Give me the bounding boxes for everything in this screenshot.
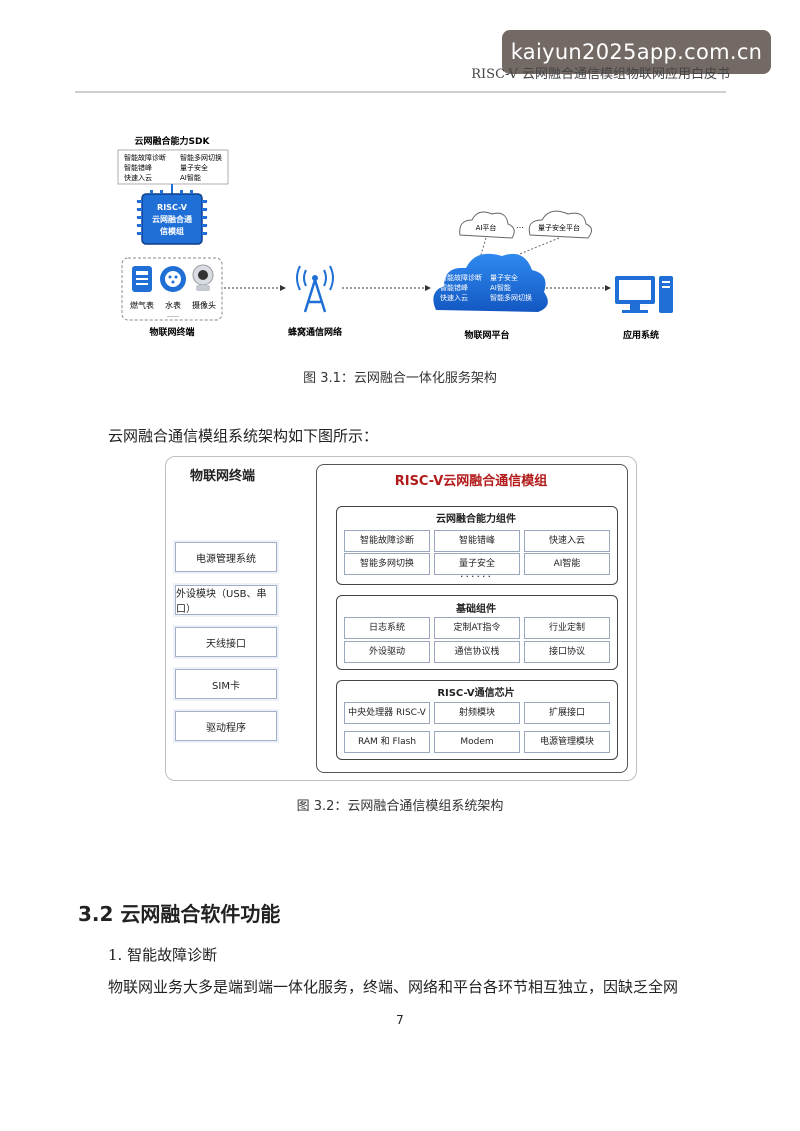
group-title: 基础组件: [456, 604, 496, 615]
sdk-title: 云网融合能力SDK: [135, 135, 211, 147]
label-platform: 物联网平台: [464, 329, 509, 341]
device-dots: ……: [167, 312, 179, 319]
component-cell: RAM 和 Flash: [344, 731, 430, 753]
intro-text: 云网融合通信模组系统架构如下图所示：: [108, 427, 379, 445]
component-cell: 行业定制: [524, 617, 610, 639]
component-cell: 电源管理模块: [524, 731, 610, 753]
component-cell: 扩展接口: [524, 702, 610, 724]
page-number: 7: [396, 1013, 404, 1027]
computer-icon: [615, 276, 673, 313]
camera-icon: [192, 264, 214, 291]
left-title-iot-terminal: 物联网终端: [190, 469, 256, 484]
figure-3-1-service-architecture: 云网融合能力SDK 智能故障诊断 智能多网切换 智能错峰 量子安全 快速入云 A…: [117, 135, 673, 341]
body-paragraph: 物联网业务大多是端到端一体化服务，终端、网络和平台各环节相互独立，因缺乏全网: [108, 978, 679, 996]
component-cell: 射频模块: [434, 702, 520, 724]
cloud-item: 智能多网切换: [490, 293, 532, 302]
component-cell: 外设驱动: [344, 641, 430, 663]
section-title: 3.2 云网融合软件功能: [78, 902, 281, 926]
ai-platform-cloud-icon: [459, 211, 515, 239]
component-cell: 智能多网切换: [344, 553, 430, 575]
chip-label-line: 云网融合通: [152, 214, 192, 224]
gas-meter-icon: [132, 266, 152, 292]
cloud-item: AI智能: [490, 283, 511, 292]
component-cell: 快速入云: [524, 530, 610, 552]
risc-v-chip-icon: [137, 190, 207, 245]
component-cell: 定制AT指令: [434, 617, 520, 639]
chip-label-line: RISC-V: [157, 203, 188, 212]
sdk-item: 智能多网切换: [180, 153, 222, 162]
sdk-item: 智能故障诊断: [124, 153, 166, 162]
sdk-item: AI智能: [180, 173, 201, 182]
cloud-item: 智能故障诊断: [440, 273, 482, 282]
terminal-item: 天线接口: [175, 627, 277, 657]
group-title: 云网融合能力组件: [436, 514, 516, 525]
component-cell: AI智能: [524, 553, 610, 575]
component-cell: 日志系统: [344, 617, 430, 639]
cell-tower-icon: [296, 265, 334, 313]
cloud-item: 快速入云: [440, 293, 468, 302]
water-meter-icon: [160, 266, 186, 292]
terminal-item: 外设模块（USB、串口）: [175, 585, 277, 615]
component-cell: 智能故障诊断: [344, 530, 430, 552]
cloud-item: 智能错峰: [440, 283, 468, 292]
header-rule: [75, 91, 726, 93]
cloud-link: [479, 237, 487, 259]
component-cell: 通信协议栈: [434, 641, 520, 663]
sdk-item: 快速入云: [124, 173, 152, 182]
subsection-title: 1. 智能故障诊断: [108, 946, 218, 964]
device-label: 摄像头: [192, 300, 216, 310]
quantum-security-cloud-icon: [528, 210, 592, 239]
group-dots: ······: [460, 570, 493, 583]
label-app-system: 应用系统: [623, 329, 659, 341]
device-group-box: [121, 257, 223, 321]
cloud-item: 量子安全: [490, 273, 518, 282]
component-cell: 量子安全: [434, 553, 520, 575]
small-cloud-label: AI平台: [476, 223, 497, 232]
device-label: 燃气表: [130, 300, 154, 310]
small-cloud-label: 量子安全平台: [538, 223, 580, 232]
sdk-item: 智能错峰: [124, 163, 152, 172]
label-cellular: 蜂窝通信网络: [288, 326, 342, 338]
figure-3-1-caption: 图 3.1：云网融合一体化服务架构: [303, 371, 497, 386]
label-terminal: 物联网终端: [149, 326, 194, 338]
chip-label-line: 信模组: [160, 226, 184, 236]
iot-platform-cloud-icon: [433, 253, 548, 312]
component-cell: 接口协议: [524, 641, 610, 663]
device-label: 水表: [165, 300, 181, 310]
running-head: RISC-V 云网融合通信模组物联网应用白皮书: [471, 67, 730, 82]
sdk-item: 量子安全: [180, 163, 208, 172]
group-title: RISC-V通信芯片: [437, 688, 515, 699]
terminal-item: 电源管理系统: [175, 542, 277, 572]
terminal-item: 驱动程序: [175, 711, 277, 741]
module-title: RISC-V云网融合通信模组: [394, 474, 548, 489]
component-cell: Modem: [434, 731, 520, 753]
figure-3-2-caption: 图 3.2：云网融合通信模组系统架构: [296, 799, 504, 814]
terminal-item: SIM卡: [175, 669, 277, 699]
component-cell: 智能错峰: [434, 530, 520, 552]
component-cell: 中央处理器 RISC-V: [344, 702, 430, 724]
cloud-dots: …: [516, 221, 524, 230]
watermark: kaiyun2025app.com.cn: [502, 30, 771, 74]
